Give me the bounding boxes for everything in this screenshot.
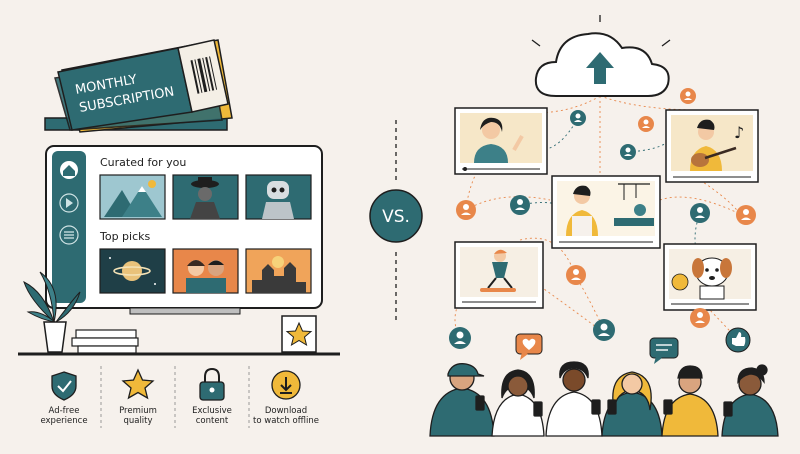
play-icon[interactable] [59,193,79,213]
avatar-icon [638,116,654,132]
feature-exclusive: Exclusive content [172,400,252,426]
heart-bubble-icon [515,333,543,360]
feature-label-line1: Ad-free [48,406,80,416]
star-frame [281,315,317,353]
feature-premium: Premium quality [98,400,178,426]
video-card-cooking[interactable] [551,175,661,249]
video-card-guitar[interactable]: ♪ [665,109,759,183]
books [71,329,139,354]
feature-label-line2: experience [40,416,88,426]
barcode [190,56,218,94]
avatar-icon [593,319,615,341]
avatar-icon [570,110,586,126]
lock-icon [199,367,225,401]
chat-bubble-icon [649,337,679,364]
audience [429,361,779,437]
avatar-icon [736,205,756,225]
avatar-icons [449,88,756,349]
tv: Curated for you Top picks [45,145,323,315]
feature-label-line2: content [195,416,229,426]
thumb-detective[interactable] [172,174,239,220]
home-icon[interactable] [60,161,78,179]
feature-label-line2: quality [123,416,153,426]
avatar-icon [456,200,476,220]
subscription-ticket: MONTHLY SUBSCRIPTION [44,39,233,133]
avatar-icon [566,265,586,285]
feature-label-line2: to watch offline [253,416,319,426]
row2-title: Top picks [99,230,151,243]
feature-dividers [100,366,250,428]
row1-title: Curated for you [100,156,186,169]
thumb-planet[interactable] [99,248,166,294]
plant [23,271,81,353]
feature-label-line1: Exclusive [192,406,232,416]
avatar-icon [620,144,636,160]
thumb-robot[interactable] [245,174,312,220]
thumb-castle[interactable] [245,248,312,294]
star-icon [121,368,155,400]
avatar-icon [680,88,696,104]
video-card-waving[interactable] [454,107,548,175]
feature-ad-free: Ad-free experience [24,400,104,426]
feature-label-line1: Premium [119,406,157,416]
avatar-icon [449,327,471,349]
avatar-icon [690,308,710,328]
thumb-couple[interactable] [172,248,239,294]
avatar-icon [690,203,710,223]
video-card-skater[interactable] [454,241,544,309]
video-card-dog[interactable] [663,243,757,311]
shield-check-icon [51,371,77,401]
list-icon[interactable] [59,225,79,245]
thumbs-up-icon [725,327,751,353]
cloud-upload [531,15,671,97]
vs-text: VS. [382,207,410,227]
avatar-icon [510,195,530,215]
vs-badge [369,189,423,243]
download-icon [271,370,301,400]
feature-label-line1: Download [264,406,308,416]
music-note-icon: ♪ [734,123,744,142]
thumb-mountains[interactable] [99,174,166,220]
feature-download: Download to watch offline [246,400,326,426]
